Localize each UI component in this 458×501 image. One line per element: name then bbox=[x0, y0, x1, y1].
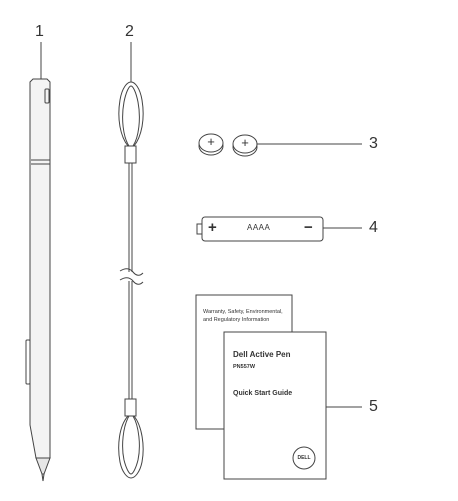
callout-number-5: 5 bbox=[369, 398, 378, 415]
guide-doc-model: PN557W bbox=[233, 364, 256, 370]
warranty-doc-line-1: Warranty, Safety, Environmental, bbox=[203, 309, 283, 315]
coin-cell-plus-label: + bbox=[207, 134, 215, 149]
callout-number-2: 2 bbox=[125, 23, 134, 40]
pen-tether bbox=[118, 42, 144, 479]
callout-number-3: 3 bbox=[369, 135, 378, 152]
guide-doc-title: Dell Active Pen bbox=[233, 350, 291, 359]
active-pen bbox=[25, 42, 51, 482]
callout-number-4: 4 bbox=[369, 219, 378, 236]
aaaa-battery bbox=[196, 216, 362, 242]
battery-minus-label: − bbox=[304, 219, 313, 236]
warranty-doc-line-2: and Regulatory Information bbox=[203, 317, 270, 323]
battery-plus-label: + bbox=[208, 219, 217, 236]
callout-number-1: 1 bbox=[35, 23, 44, 40]
dell-logo-text: DELL bbox=[297, 455, 311, 461]
coin-batteries bbox=[198, 133, 362, 157]
coin-cell-plus-label: + bbox=[241, 135, 249, 150]
guide-doc-subtitle: Quick Start Guide bbox=[233, 390, 293, 397]
battery-type-label: AAAA bbox=[247, 223, 271, 232]
quick-start-guide bbox=[223, 331, 362, 480]
